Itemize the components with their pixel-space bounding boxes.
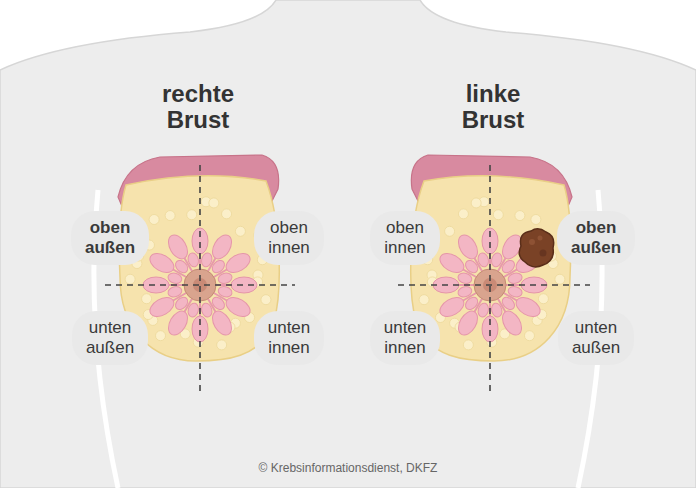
gland-lobe <box>217 272 233 285</box>
gland-lobe <box>187 302 200 318</box>
tumor <box>519 229 553 267</box>
quadrant-label: unten außen <box>86 318 134 359</box>
gland-lobe <box>173 295 190 312</box>
gland-lobe <box>223 250 254 277</box>
quadrant-pill: oben außen <box>71 211 149 266</box>
fat-lobule <box>555 274 565 284</box>
quadrant-pill: unten außen <box>558 311 634 366</box>
gland-lobe <box>200 302 213 318</box>
fat-lobule <box>187 210 197 220</box>
fat-lobule <box>149 214 159 224</box>
dashed-line <box>199 165 201 395</box>
fat-lobule <box>538 294 548 304</box>
gland-lobe <box>167 272 183 285</box>
gland-lobe <box>437 250 468 277</box>
gland-lobe <box>167 285 183 298</box>
gland-lobe <box>463 258 480 275</box>
gland-lobe <box>477 252 490 268</box>
gland-lobe <box>457 272 473 285</box>
quadrant-label: unten innen <box>384 318 427 359</box>
fat-lobule <box>222 209 232 219</box>
gland-lobe <box>507 272 523 285</box>
quadrant-pill: unten innen <box>254 311 325 366</box>
fat-lobule <box>531 214 541 224</box>
tumor-texture <box>538 236 543 241</box>
fat-lobule <box>445 226 455 236</box>
quadrant-label: oben außen <box>571 218 621 259</box>
gland-lobe <box>209 308 236 339</box>
quadrant-pill: oben außen <box>557 211 635 266</box>
gland-lobe <box>173 258 190 275</box>
quadrant-label: oben innen <box>384 218 426 259</box>
dashed-line <box>398 284 590 286</box>
quadrant-label: unten innen <box>268 318 311 359</box>
gland-lobe <box>217 285 233 298</box>
breast-heading: rechte Brust <box>162 81 234 134</box>
tumor-texture <box>529 239 535 245</box>
fat-lobule <box>419 295 429 305</box>
gland-lobe <box>500 258 517 275</box>
fat-lobule <box>458 209 468 219</box>
gland-lobe <box>490 302 503 318</box>
tumor-texture <box>540 250 547 257</box>
fat-lobule <box>463 340 473 350</box>
fat-lobule <box>125 274 135 284</box>
gland-lobe <box>210 258 227 275</box>
gland-lobe <box>457 285 473 298</box>
gland-lobe <box>200 252 213 268</box>
fat-lobule <box>235 226 245 236</box>
quadrant-label: oben innen <box>268 218 310 259</box>
dashed-line <box>105 284 295 286</box>
gland-lobe <box>455 308 482 339</box>
quadrant-pill: unten außen <box>72 311 148 366</box>
fat-lobule <box>261 295 271 305</box>
quadrant-label: unten außen <box>572 318 620 359</box>
gland-lobe <box>507 285 523 298</box>
gland-lobe <box>210 295 227 312</box>
tumor-shape <box>519 229 553 267</box>
quadrant-label: oben außen <box>85 218 135 259</box>
gland-lobe <box>187 252 200 268</box>
gland-lobe <box>165 232 192 263</box>
fat-lobule <box>524 331 534 341</box>
areola <box>184 269 216 301</box>
fat-lobule <box>209 198 219 208</box>
fat-lobule <box>515 211 525 221</box>
gland-lobe <box>513 294 544 321</box>
gland-lobe <box>490 252 503 268</box>
copyright-note: © Krebsinformationsdienst, DKFZ <box>259 462 438 475</box>
quadrant-pill: oben innen <box>254 211 324 266</box>
quadrant-pill: oben innen <box>370 211 440 266</box>
fat-lobule <box>156 331 166 341</box>
gland-lobe <box>477 302 490 318</box>
quadrant-pill: unten innen <box>370 311 441 366</box>
gland-lobe <box>147 294 178 321</box>
fat-lobule <box>471 198 481 208</box>
fat-lobule <box>165 211 175 221</box>
fat-lobule <box>493 210 503 220</box>
fat-lobule <box>217 340 227 350</box>
breast-heading: linke Brust <box>462 81 525 134</box>
gland-lobe <box>463 295 480 312</box>
dashed-line <box>489 165 491 395</box>
gland-lobe <box>500 295 517 312</box>
quadrant-lines <box>105 165 590 395</box>
fat-lobule <box>142 294 152 304</box>
